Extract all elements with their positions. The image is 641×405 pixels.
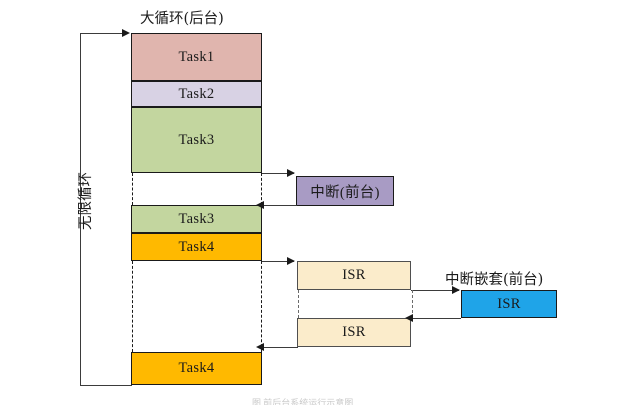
block-task4-resumed: Task4 [131, 352, 262, 385]
isr-return-line [262, 347, 298, 348]
block-task3: Task3 [131, 107, 262, 173]
gap1-dash-left [131, 173, 133, 205]
isr-entry-line [262, 261, 294, 262]
nested-interrupt-title: 中断嵌套(前台) [445, 272, 544, 288]
isr-entry-arrowhead [287, 256, 295, 265]
interrupt-entry-arrowhead [287, 168, 295, 177]
gap1-dash-right [261, 173, 262, 205]
nested-entry-line [411, 290, 459, 291]
gap2-dash-left [131, 261, 133, 352]
block-task3-resumed: Task3 [131, 205, 262, 233]
nested-entry-arrowhead [452, 285, 460, 294]
nested-return-arrowhead [405, 313, 413, 322]
block-interrupt-foreground: 中断(前台) [296, 176, 394, 206]
interrupt-return-stub [295, 205, 297, 206]
loop-bottom-segment [80, 385, 132, 386]
isr-gap-dash-left [297, 290, 299, 318]
interrupt-entry-line [262, 173, 294, 174]
loop-top-arrowhead [122, 28, 130, 37]
block-isr-first: ISR [297, 261, 411, 290]
block-isr-second: ISR [297, 318, 411, 347]
block-task4: Task4 [131, 233, 262, 261]
interrupt-return-arrowhead [256, 200, 264, 209]
bottom-caption: 图 前后台系统运行示意图 [252, 398, 354, 405]
block-task1: Task1 [131, 33, 262, 81]
nested-gap-dash-right [411, 290, 413, 318]
main-loop-title: 大循环(后台) [140, 11, 224, 27]
block-task2: Task2 [131, 81, 262, 107]
infinite-loop-label: 无限循环 [78, 172, 94, 230]
interrupt-return-line [262, 205, 296, 206]
loop-left-segment [80, 33, 81, 385]
block-nested-isr: ISR [461, 290, 557, 318]
gap2-dash-right [261, 261, 262, 352]
isr-return-arrowhead [256, 342, 264, 351]
nested-return-line [411, 318, 461, 319]
loop-top-segment [80, 33, 124, 34]
